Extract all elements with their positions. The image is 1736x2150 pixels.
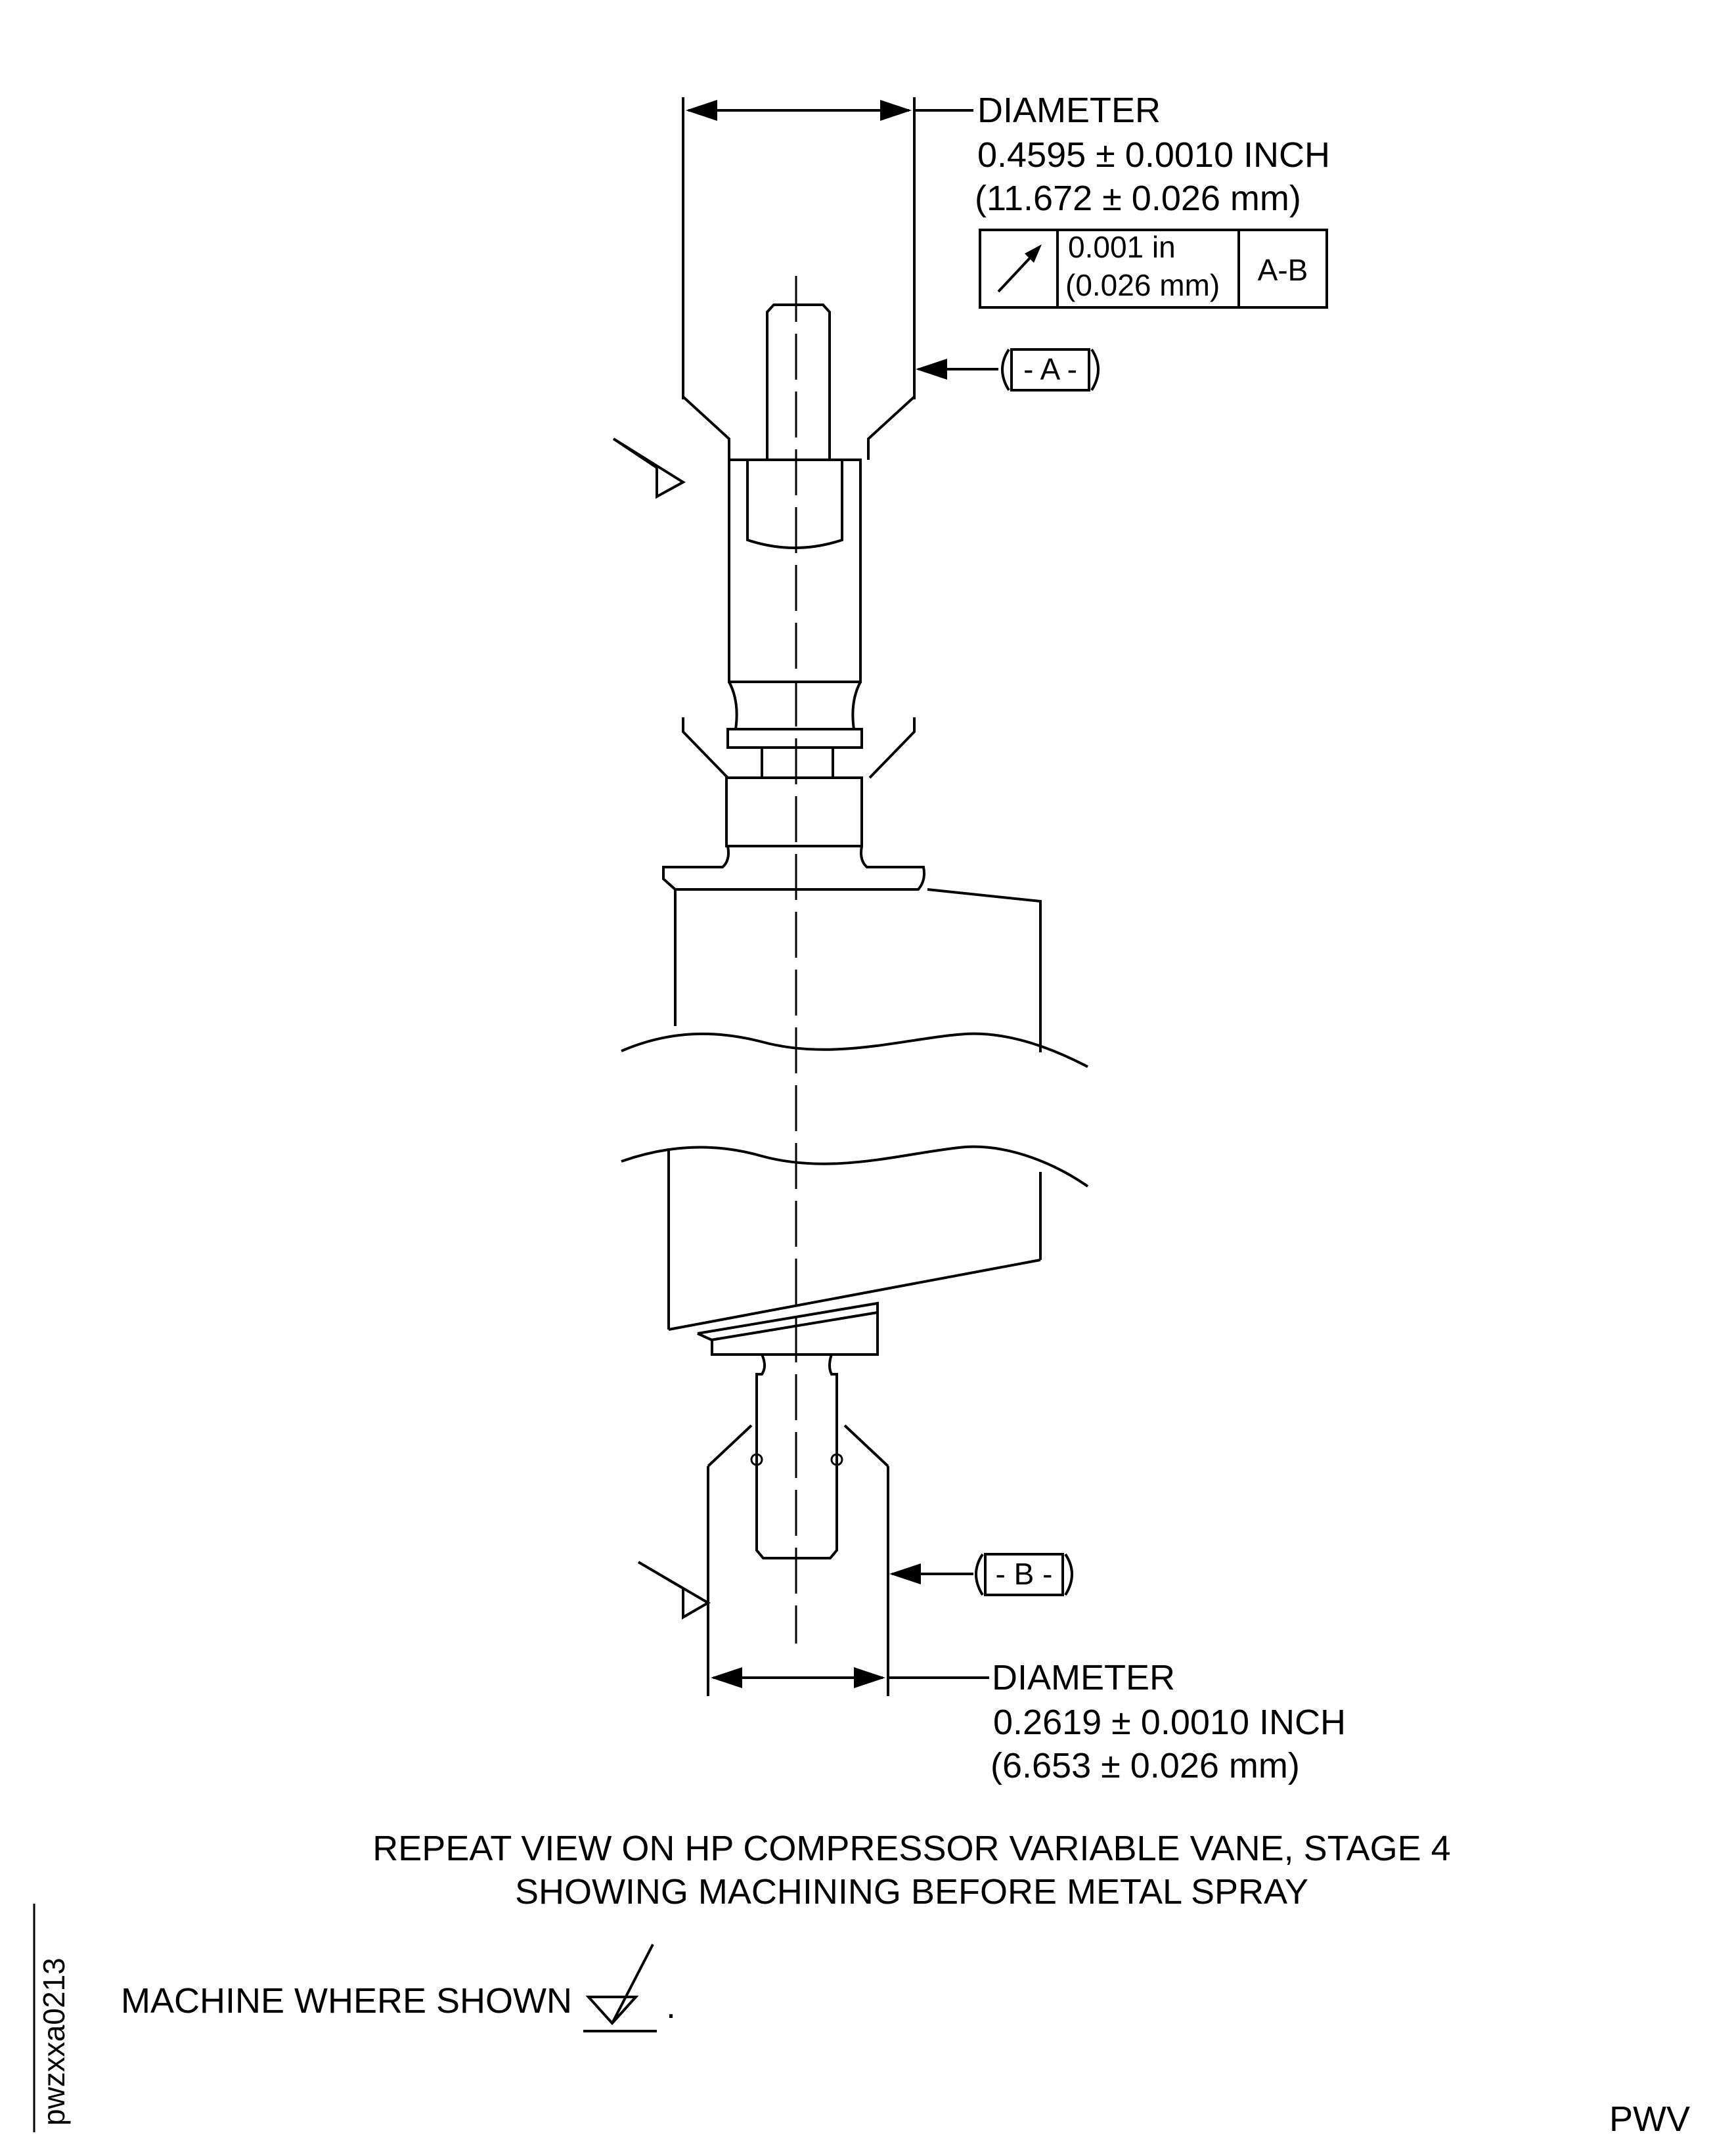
caption-line-1: REPEAT VIEW ON HP COMPRESSOR VARIABLE VA…: [372, 1829, 1450, 1868]
legend-period: .: [666, 1986, 676, 2026]
bottom-dimension-mm: (6.653 ± 0.026 mm): [990, 1746, 1300, 1785]
tolerance-mm: (0.026 mm): [1065, 268, 1220, 302]
runout-arrow-icon: [997, 244, 1042, 293]
bottom-dimension-label: DIAMETER: [992, 1658, 1175, 1697]
datum-b-label: - B -: [996, 1557, 1053, 1591]
top-dimension-label: DIAMETER: [977, 91, 1161, 130]
machining-symbol-icon: [583, 1944, 657, 2032]
datum-a-label: - A -: [1023, 352, 1077, 386]
datum-reference: A-B: [1258, 253, 1308, 287]
legend-text: MACHINE WHERE SHOWN: [121, 1981, 572, 2021]
caption-line-2: SHOWING MACHINING BEFORE METAL SPRAY: [515, 1872, 1308, 1912]
machining-symbol-icon: [612, 437, 686, 499]
tolerance-inch: 0.001 in: [1068, 230, 1176, 264]
machining-legend: MACHINE WHERE SHOWN .: [121, 1944, 676, 2032]
top-diameter-dimension: DIAMETER 0.4595 ± 0.0010 INCH (11.672 ± …: [682, 91, 1330, 399]
machining-symbol-icon: [637, 1561, 711, 1620]
datum-b-indicator: - B -: [889, 1553, 1073, 1596]
datum-a-indicator: - A -: [916, 348, 1100, 392]
figure-id-text: pwzxxa0213: [37, 1958, 71, 2126]
vane-outline: [621, 303, 1089, 1696]
top-dimension-inch: 0.4595 ± 0.0010 INCH: [977, 135, 1330, 175]
feature-control-frame: 0.001 in (0.026 mm) A-B: [979, 229, 1328, 309]
bottom-dimension-inch: 0.2619 ± 0.0010 INCH: [993, 1703, 1346, 1742]
top-dimension-mm: (11.672 ± 0.026 mm): [975, 179, 1301, 218]
bottom-diameter-dimension: DIAMETER 0.2619 ± 0.0010 INCH (6.653 ± 0…: [711, 1658, 1346, 1785]
figure-id: pwzxxa0213: [33, 1904, 71, 2132]
footer-code: PWV: [1609, 2099, 1690, 2139]
